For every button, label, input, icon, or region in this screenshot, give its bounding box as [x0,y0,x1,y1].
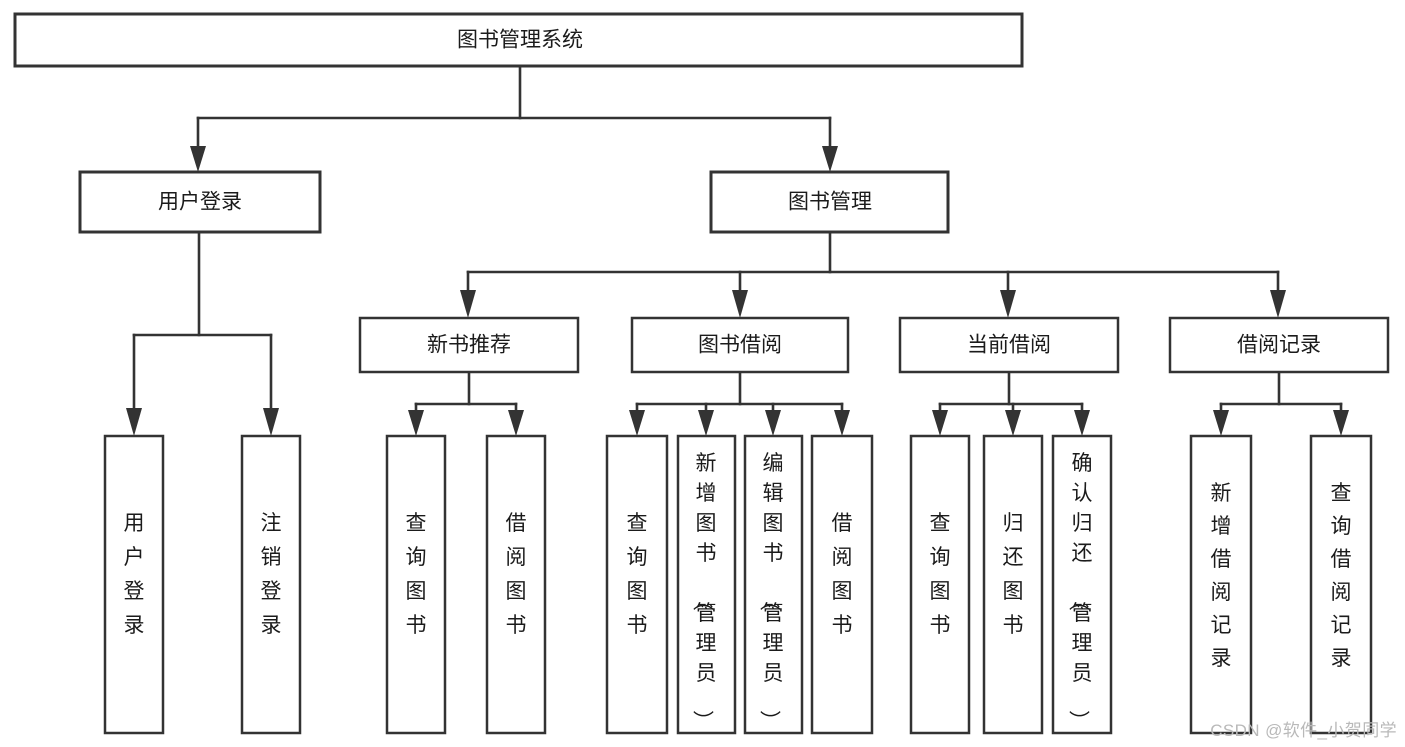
arrow-head-icon [263,408,279,436]
leaf-confirm-return-admin[interactable]: 确认归还（管理员） [1051,434,1113,735]
leaf-add-book-admin-label: 新增图书（管理员） [691,452,717,731]
leaf-return-book-box[interactable] [982,434,1044,735]
node-user-login-label: 用户登录 [158,191,242,214]
node-root[interactable]: 图书管理系统 [13,12,1024,68]
node-book-management-box[interactable] [709,170,950,234]
arrow-head-icon [1074,410,1090,436]
leaf-borrow-book-newbook[interactable]: 借阅图书 [485,434,547,735]
arrow-head-icon [698,410,714,436]
leaf-return-book-label: 归还图书 [1003,512,1024,637]
leaf-add-borrow-record[interactable]: 新增借阅记录 [1189,434,1253,735]
leaf-user-login-box[interactable] [103,434,165,735]
node-book-borrow[interactable]: 图书借阅 [630,316,850,374]
node-user-login-box[interactable] [78,170,322,234]
leaf-logout[interactable]: 注销登录 [240,434,302,735]
arrow-head-icon [126,408,142,436]
arrow-head-icon [1005,410,1021,436]
leaf-borrow-book-box[interactable] [810,434,874,735]
node-new-book-recommend[interactable]: 新书推荐 [358,316,580,374]
leaf-logout-label: 注销登录 [261,512,282,637]
arrow-head-icon [1333,410,1349,436]
leaf-query-borrow-record[interactable]: 查询借阅记录 [1309,434,1373,735]
node-root-label: 图书管理系统 [457,29,583,52]
node-book-borrow-label: 图书借阅 [698,334,782,357]
leaf-user-login[interactable]: 用户登录 [103,434,165,735]
node-book-management[interactable]: 图书管理 [709,170,950,234]
node-current-borrow-label: 当前借阅 [967,334,1051,357]
leaf-user-login-label: 用户登录 [124,512,145,637]
arrow-head-icon [732,290,748,318]
leaf-edit-book-admin-box[interactable] [743,434,804,735]
node-root-box[interactable] [13,12,1024,68]
leaf-add-book-admin[interactable]: 新增图书（管理员） [676,434,737,735]
node-borrow-record-label: 借阅记录 [1237,334,1321,357]
connector-layer [126,64,1349,436]
node-new-book-recommend-box[interactable] [358,316,580,374]
arrow-head-icon [1270,290,1286,318]
node-book-management-label: 图书管理 [788,191,872,214]
node-user-login[interactable]: 用户登录 [78,170,322,234]
leaf-search-book-newbook[interactable]: 查询图书 [385,434,447,735]
leaf-return-book[interactable]: 归还图书 [982,434,1044,735]
arrow-head-icon [765,410,781,436]
node-current-borrow-box[interactable] [898,316,1120,374]
arrow-head-icon [1213,410,1229,436]
leaf-edit-book-admin-label: 编辑图书（管理员） [758,452,784,731]
leaf-search-book-borrow[interactable]: 查询图书 [605,434,669,735]
arrow-head-icon [508,410,524,436]
leaf-search-book-borrow-box[interactable] [605,434,669,735]
leaf-search-book-current-box[interactable] [909,434,971,735]
arrow-head-icon [1000,290,1016,318]
leaf-borrow-book-newbook-box[interactable] [485,434,547,735]
arrow-head-icon [822,146,838,172]
leaf-search-book-newbook-box[interactable] [385,434,447,735]
leaf-search-book-newbook-label: 查询图书 [406,512,427,637]
node-book-borrow-box[interactable] [630,316,850,374]
leaf-add-borrow-record-label: 新增借阅记录 [1211,482,1232,670]
leaf-add-borrow-record-box[interactable] [1189,434,1253,735]
leaf-logout-box[interactable] [240,434,302,735]
arrow-head-icon [834,410,850,436]
leaf-borrow-book[interactable]: 借阅图书 [810,434,874,735]
arrow-head-icon [932,410,948,436]
leaf-search-book-borrow-label: 查询图书 [627,512,648,637]
leaf-query-borrow-record-box[interactable] [1309,434,1373,735]
leaf-search-book-current[interactable]: 查询图书 [909,434,971,735]
leaf-query-borrow-record-label: 查询借阅记录 [1331,482,1352,670]
node-new-book-recommend-label: 新书推荐 [427,334,511,357]
arrow-head-icon [460,290,476,318]
leaf-add-book-admin-box[interactable] [676,434,737,735]
leaf-borrow-book-label: 借阅图书 [832,512,853,637]
leaf-search-book-current-label: 查询图书 [930,512,951,637]
node-borrow-record-box[interactable] [1168,316,1390,374]
node-current-borrow[interactable]: 当前借阅 [898,316,1120,374]
arrow-head-icon [190,146,206,172]
arrow-head-icon [629,410,645,436]
leaf-confirm-return-admin-label: 确认归还（管理员） [1067,452,1093,731]
leaf-borrow-book-newbook-label: 借阅图书 [506,512,527,637]
arrow-head-icon [408,410,424,436]
leaf-edit-book-admin[interactable]: 编辑图书（管理员） [743,434,804,735]
node-borrow-record[interactable]: 借阅记录 [1168,316,1390,374]
leaf-confirm-return-admin-box[interactable] [1051,434,1113,735]
